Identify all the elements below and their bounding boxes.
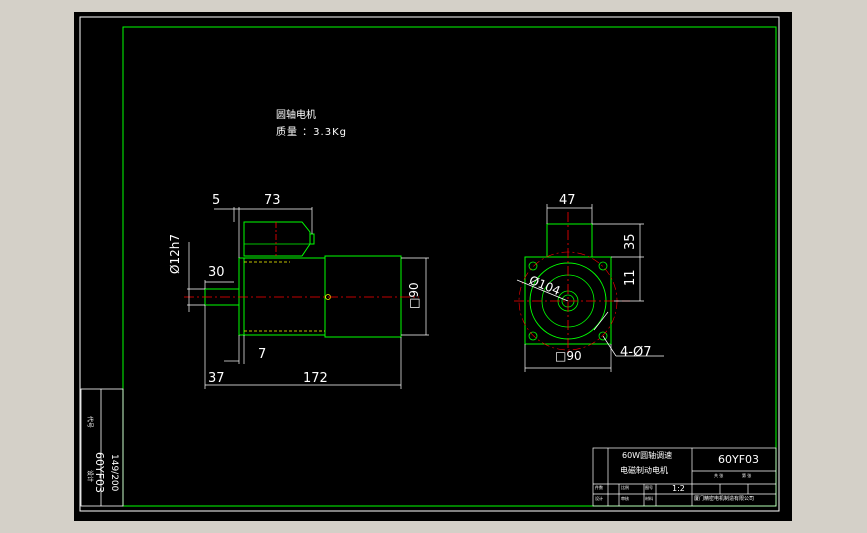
- cad-viewport[interactable]: 圆轴电机 质量 ：3.3Kg 5 73 Ø12h7 30 □90 7 37 17…: [74, 12, 792, 521]
- stamp-code: 60YF03: [93, 452, 106, 494]
- dim-30: 30: [208, 265, 225, 280]
- cell-d: 图号: [645, 485, 653, 490]
- dim-shaft-diameter: Ø12h7: [168, 234, 182, 274]
- company-name: 厦门精密电机制造有限公司: [694, 496, 755, 502]
- title-line-2: 电磁制动电机: [620, 466, 668, 475]
- stamp-label-b: 设计: [86, 470, 93, 483]
- dim-holes: 4-Ø7: [620, 345, 652, 360]
- cell-h: 审核: [621, 496, 629, 501]
- dim-11: 11: [623, 269, 638, 286]
- title-block-grid: [592, 447, 777, 507]
- note-mass: 质量 ：3.3Kg: [276, 127, 347, 138]
- cell-g: 设计: [595, 496, 603, 501]
- mount-hole: [598, 331, 608, 341]
- front-flange: [238, 257, 245, 336]
- drawing-canvas: [79, 16, 780, 512]
- mount-hole: [598, 261, 608, 271]
- scale-value: 1:2: [672, 484, 685, 493]
- dim-square-90-front: □90: [555, 349, 582, 363]
- stamp-page: 149/200: [109, 454, 119, 492]
- terminal-box: [243, 221, 311, 257]
- brake-housing: [324, 255, 402, 338]
- dim-47: 47: [559, 193, 576, 208]
- dim-172: 172: [303, 371, 328, 386]
- dim-73: 73: [264, 193, 281, 208]
- motor-body: [243, 257, 326, 336]
- note-title: 圆轴电机: [276, 110, 316, 121]
- cell-b: 第 张: [742, 473, 752, 478]
- side-view: [184, 221, 419, 338]
- cell-a: 共 张: [714, 473, 724, 478]
- cell-f: 材料: [645, 496, 653, 501]
- dim-5: 5: [212, 193, 221, 208]
- stamp-label-a: 代号: [86, 416, 93, 429]
- outer-frame: [79, 16, 780, 512]
- drawing-number: 60YF03: [718, 453, 760, 466]
- mount-hole: [528, 261, 538, 271]
- front-dimensions: [516, 204, 664, 372]
- title-line-1: 60W圆轴调速: [622, 451, 673, 460]
- dim-37: 37: [208, 371, 225, 386]
- side-dimensions: [187, 207, 429, 389]
- dim-square-90-side: □90: [407, 282, 421, 309]
- cell-c: 比例: [621, 485, 629, 490]
- front-terminal-box: [546, 223, 593, 258]
- side-stamp-box: [80, 388, 124, 507]
- inner-border: [122, 26, 777, 507]
- dim-35: 35: [623, 233, 638, 250]
- cell-e: 件数: [595, 485, 603, 490]
- dim-7: 7: [258, 347, 267, 362]
- mount-hole: [528, 331, 538, 341]
- front-view: [514, 212, 630, 354]
